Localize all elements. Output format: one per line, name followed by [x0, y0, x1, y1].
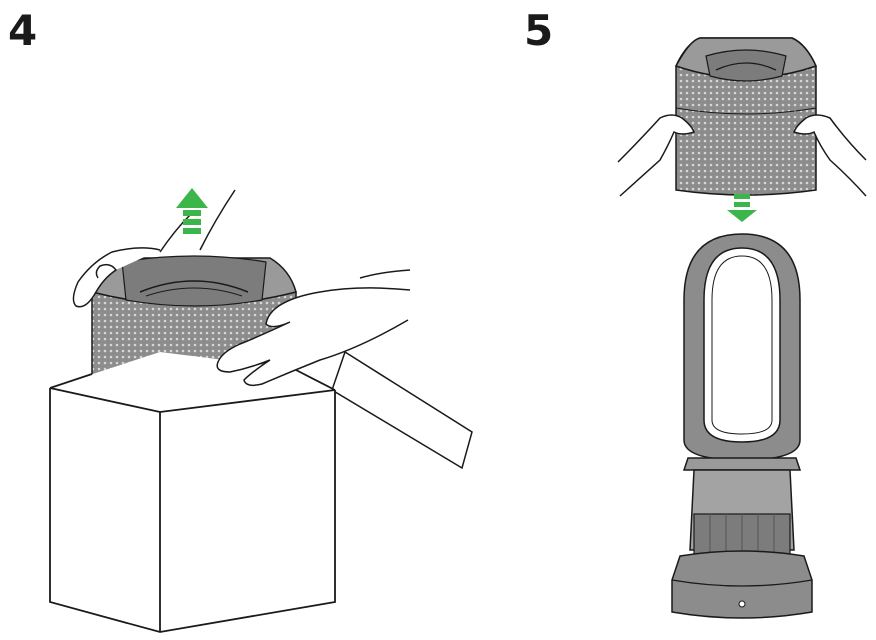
held-filter: [676, 38, 816, 195]
cardboard-box: [50, 352, 335, 632]
step-5-illustration: [618, 38, 866, 618]
up-arrow-icon: [176, 188, 208, 234]
step-4-illustration: [50, 188, 472, 632]
purifier-device: [672, 234, 812, 618]
power-button-icon: [739, 601, 745, 607]
down-arrow-icon: [727, 194, 757, 222]
box-flap: [332, 352, 472, 468]
